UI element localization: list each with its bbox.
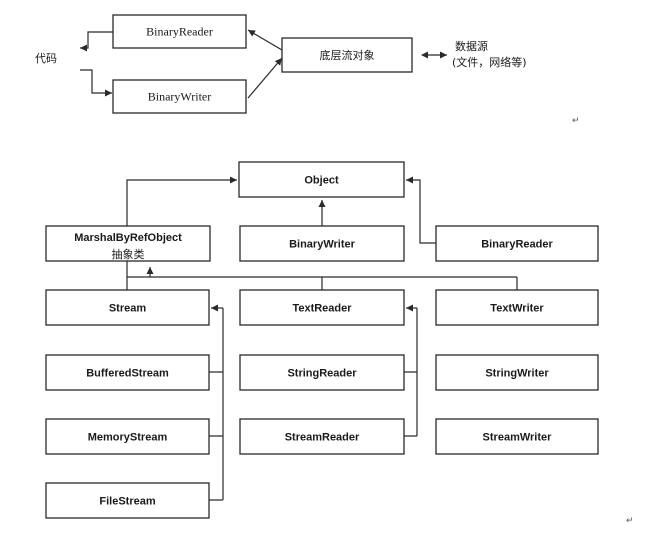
box-stream-writer [435,418,599,455]
label-abstract-class: 抽象类 [112,247,145,261]
label-binary-reader: BinaryReader [481,239,553,251]
box-stream [45,289,210,326]
return-mark: ↵ [572,116,580,126]
box-buffered-stream [45,354,210,391]
arrow-stream-to-reader [247,29,283,51]
label-code: 代码 [35,52,57,65]
box-text-writer [435,289,599,326]
box-underlying-stream [281,37,413,73]
label-stream-reader: StreamReader [285,432,360,444]
label-data-source-detail: (文件，网络等) [452,55,527,69]
connector-textreader-subclasses [404,308,418,437]
label-text-reader: TextReader [292,303,352,315]
box-text-reader [239,289,405,326]
connector-stream-subclasses [209,308,224,501]
box-string-reader [239,354,405,391]
box-marshal-by-ref-object [45,225,211,262]
box-stream-reader [239,418,405,455]
box-binary-writer [239,225,405,262]
box-object [238,161,405,198]
label-stream-writer: StreamWriter [483,432,553,444]
return-mark-bottom: ↵ [626,516,634,526]
box-file-stream [45,482,210,519]
label-binary-writer: BinaryWriter [289,239,356,251]
arrow-marshal-to-object [126,176,237,226]
arrow-binaryreader-to-object [406,176,436,244]
box-memory-stream [45,418,210,455]
label-buffered-stream: BufferedStream [86,368,169,380]
label-data-source: 数据源 [455,39,488,53]
label-binary-reader-top: BinaryReader [146,25,213,39]
label-memory-stream: MemoryStream [88,432,168,444]
box-string-writer [435,354,599,391]
label-object: Object [304,175,339,187]
connector-abstract-bus [126,261,518,290]
box-binary-reader [435,225,599,262]
arrow-code-to-writer [80,69,112,97]
label-string-writer: StringWriter [485,368,549,380]
box-binary-writer-top [112,79,247,114]
label-file-stream: FileStream [99,496,155,508]
top-diagram: BinaryReader BinaryWriter 底层流对象 代码 数据源 (… [35,14,527,114]
class-hierarchy: Object MarshalByRefObject 抽象类 BinaryWrit… [45,161,599,519]
label-marshal-by-ref-object: MarshalByRefObject [74,232,182,244]
label-underlying-stream: 底层流对象 [320,48,375,62]
label-text-writer: TextWriter [490,303,544,315]
arrow-reader-to-code [80,31,113,52]
label-stream: Stream [109,303,147,315]
box-binary-reader-top [112,14,247,49]
arrow-writer-to-stream [247,57,283,99]
label-binary-writer-top: BinaryWriter [148,90,212,104]
label-string-reader: StringReader [287,368,357,380]
